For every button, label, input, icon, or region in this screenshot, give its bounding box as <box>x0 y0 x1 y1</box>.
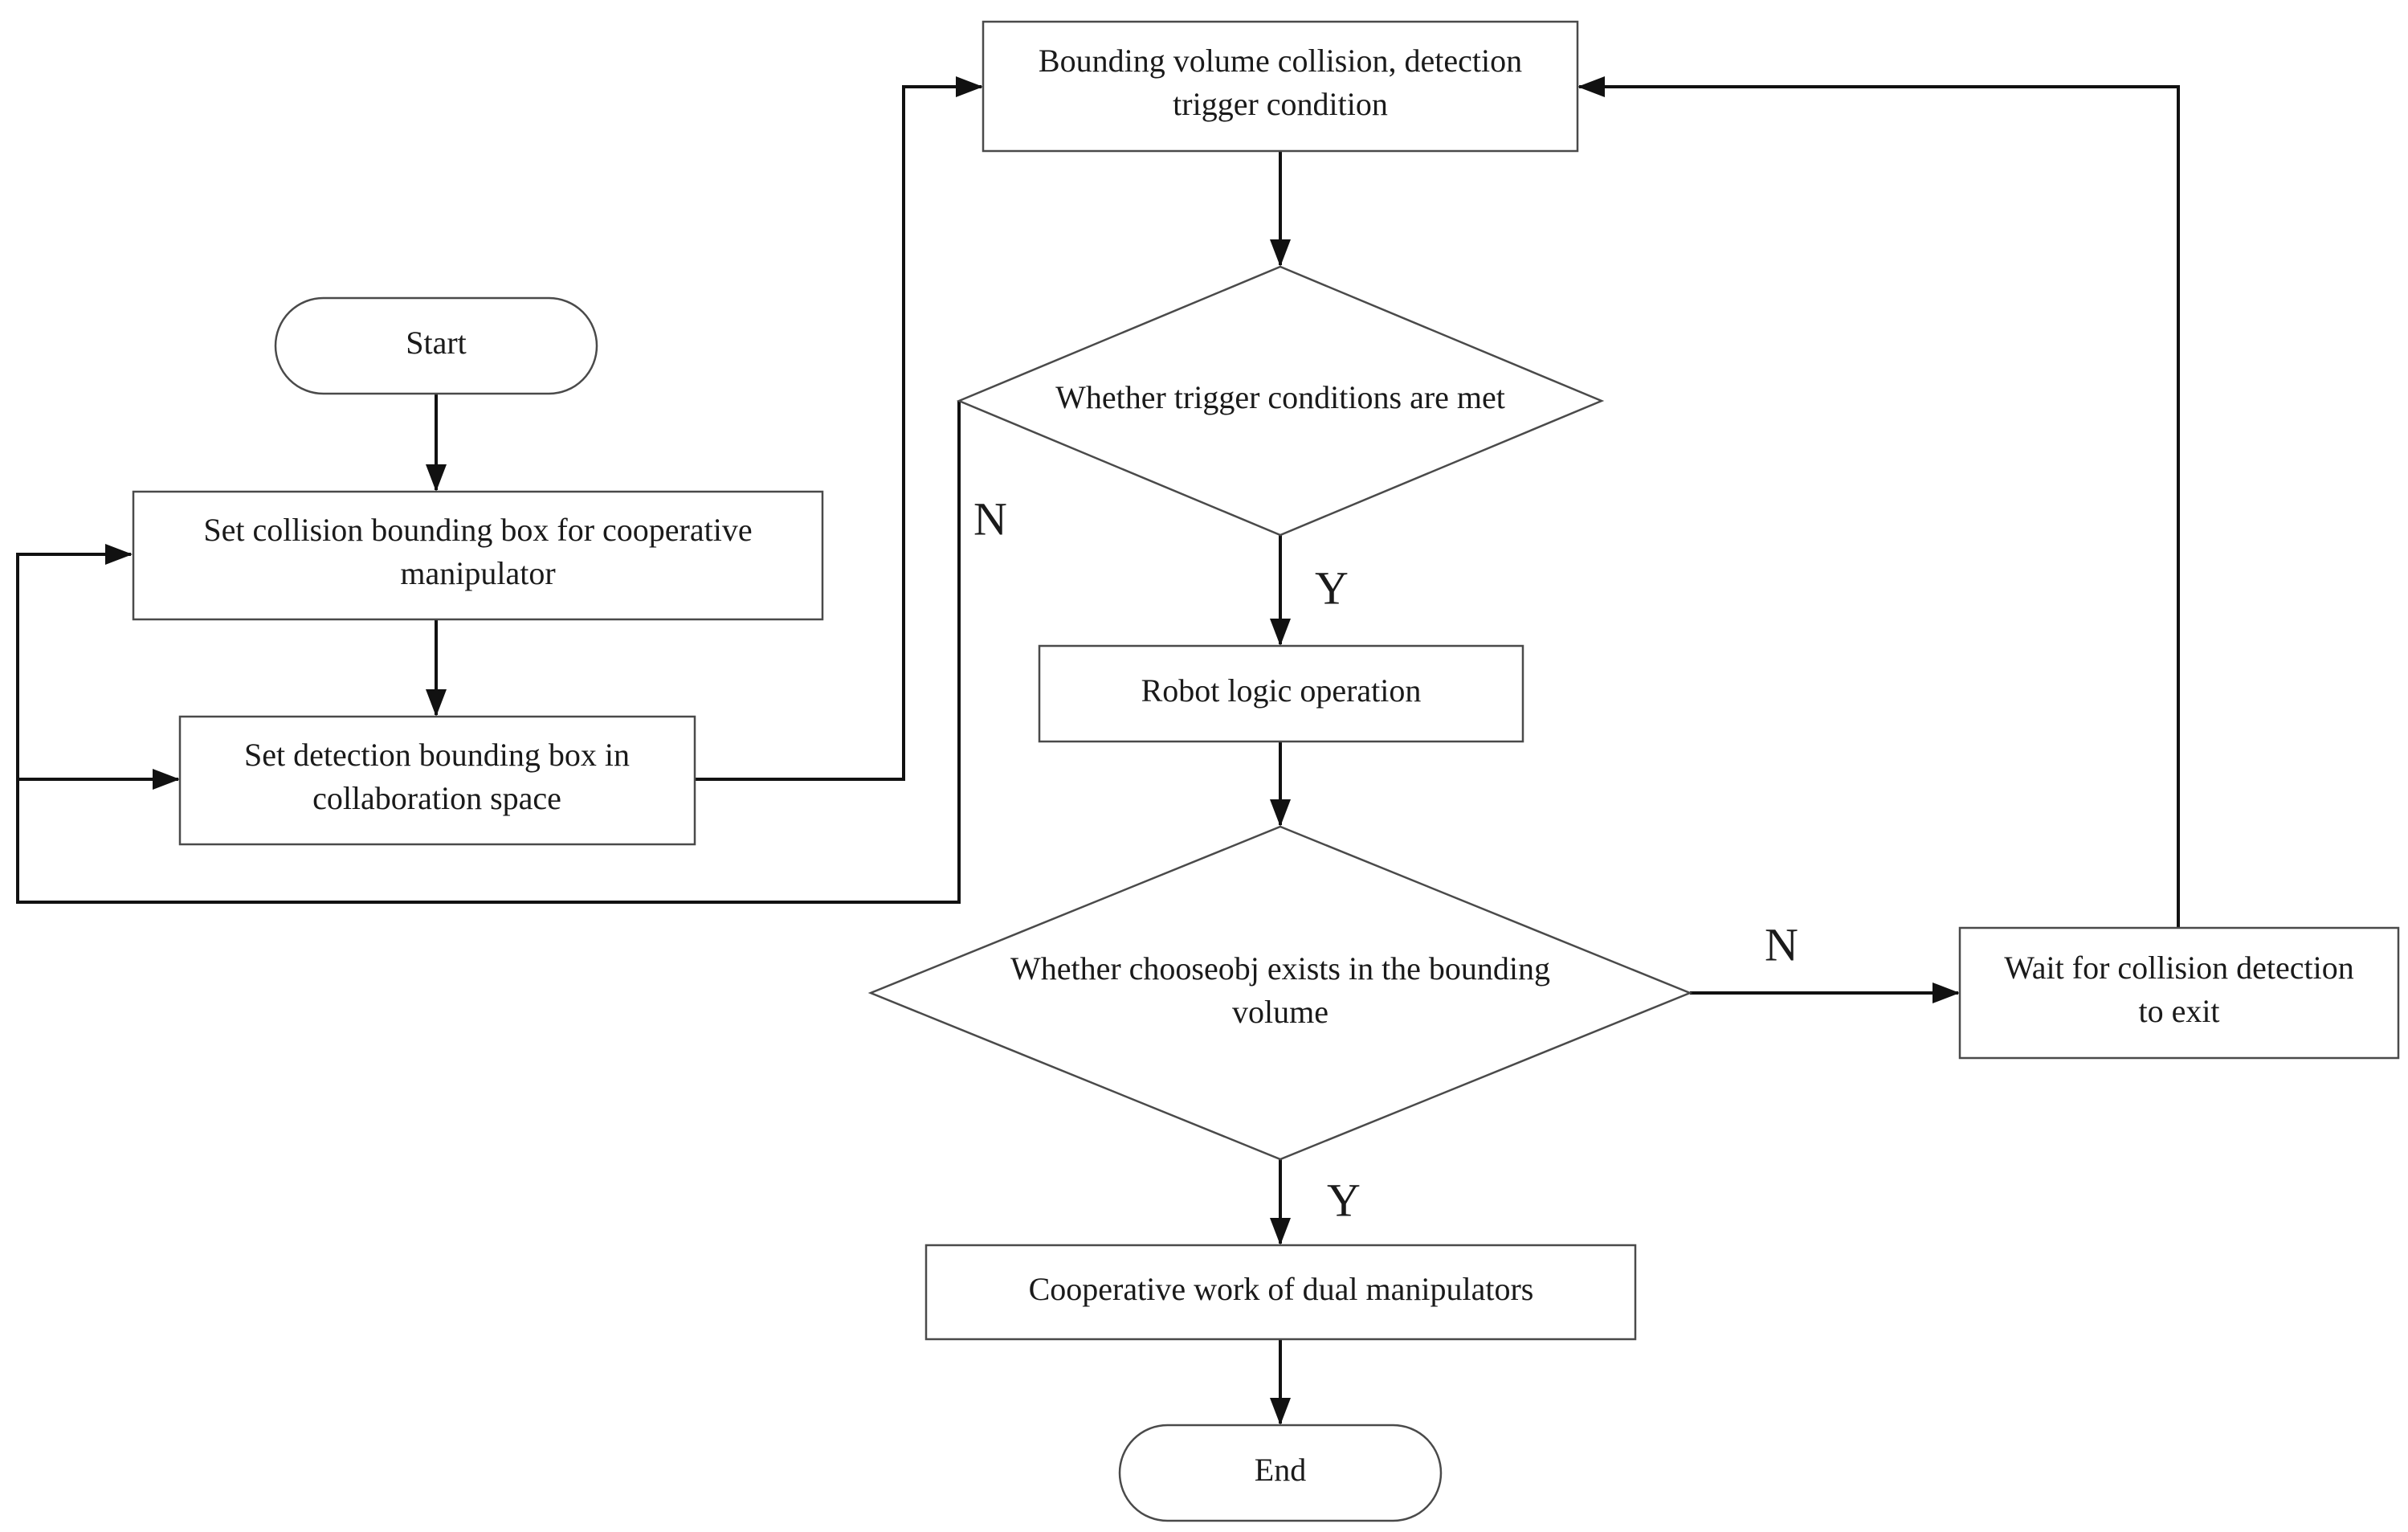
node-wait-exit: Wait for collision detection to exit <box>1958 926 2400 1060</box>
node-wait-exit-line-2: to exit <box>2138 993 2219 1029</box>
edge-wait-exit-to-bounding-volume <box>1579 85 2180 928</box>
node-cooperative-work: Cooperative work of dual manipulators <box>924 1244 1637 1341</box>
node-set-collision-box-line-1: Set collision bounding box for cooperati… <box>203 512 752 548</box>
arrowhead-end <box>1270 1398 1291 1425</box>
arrowhead-detection-box <box>426 689 447 717</box>
node-robot-logic: Robot logic operation <box>1038 644 1524 743</box>
connectors <box>16 85 2180 1424</box>
node-end-label: End <box>1255 1452 1306 1488</box>
branch-label-trigger-no: N <box>973 492 1007 545</box>
node-cooperative-work-label: Cooperative work of dual manipulators <box>1029 1271 1534 1307</box>
node-start: Start <box>274 296 598 395</box>
arrowhead-collision-box <box>426 464 447 492</box>
arrowhead-bounding-volume-left <box>956 76 983 97</box>
arrowhead-cooperative-work <box>1270 1218 1291 1245</box>
edge-trigger-no-loop <box>16 401 961 904</box>
branch-label-trigger-yes: Y <box>1315 562 1349 614</box>
node-bounding-volume-detection: Bounding volume collision, detection tri… <box>982 20 1579 153</box>
node-wait-exit-line-1: Wait for collision detection <box>2004 950 2354 986</box>
edge-detection-box-to-bounding-volume <box>695 85 982 781</box>
node-bounding-volume-detection-line-1: Bounding volume collision, detection <box>1039 43 1522 79</box>
node-set-detection-box: Set detection bounding box in collaborat… <box>178 715 696 846</box>
branch-label-chooseobj-yes: Y <box>1327 1174 1361 1226</box>
arrowhead-collision-box-left <box>105 544 133 565</box>
node-bounding-volume-detection-line-2: trigger condition <box>1173 86 1388 122</box>
node-set-detection-box-line-2: collaboration space <box>312 780 561 816</box>
node-start-label: Start <box>406 325 467 361</box>
node-set-collision-box-line-2: manipulator <box>400 555 555 591</box>
arrowhead-bounding-volume-right <box>1577 76 1605 97</box>
node-trigger-decision: Whether trigger conditions are met <box>956 265 1605 537</box>
node-chooseobj-decision: Whether chooseobj exists in the bounding… <box>867 825 1693 1161</box>
arrowhead-chooseobj-decision <box>1270 799 1291 827</box>
arrowheads <box>105 76 1960 1425</box>
node-end: End <box>1118 1424 1443 1522</box>
node-chooseobj-decision-line-2: volume <box>1232 994 1328 1030</box>
branch-label-chooseobj-no: N <box>1765 918 1798 970</box>
node-robot-logic-label: Robot logic operation <box>1141 672 1422 709</box>
arrowhead-trigger-decision <box>1270 239 1291 267</box>
node-set-collision-box: Set collision bounding box for cooperati… <box>132 490 824 621</box>
node-set-detection-box-line-1: Set detection bounding box in <box>244 737 630 773</box>
arrowhead-robot-logic <box>1270 619 1291 646</box>
arrowhead-wait-exit <box>1933 983 1960 1003</box>
node-trigger-decision-label: Whether trigger conditions are met <box>1055 379 1505 415</box>
arrowhead-detection-box-left <box>153 769 180 790</box>
node-chooseobj-decision-line-1: Whether chooseobj exists in the bounding <box>1010 950 1550 987</box>
